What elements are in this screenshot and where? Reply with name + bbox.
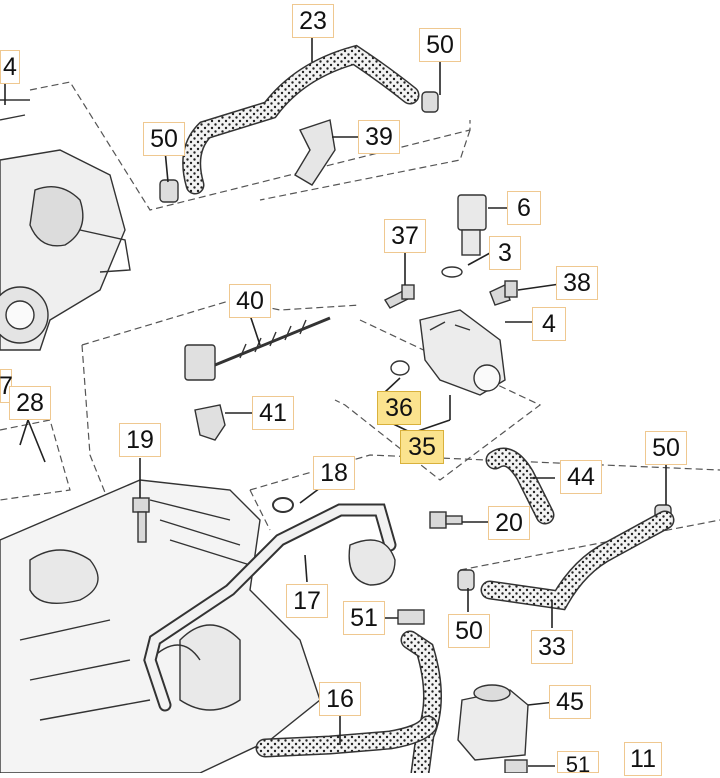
- label-18[interactable]: 18: [313, 456, 355, 490]
- label-11[interactable]: 11: [624, 742, 662, 776]
- label-20[interactable]: 20: [488, 506, 530, 540]
- label-19[interactable]: 19: [119, 423, 161, 457]
- expansion-tank-45: [457, 684, 529, 773]
- screw-40: [184, 316, 331, 441]
- label-45[interactable]: 45: [549, 685, 591, 719]
- label-17[interactable]: 17: [286, 584, 328, 618]
- coolant-flange: [390, 309, 506, 396]
- label-51-bottom[interactable]: 51: [557, 751, 599, 777]
- label-50-left[interactable]: 50: [143, 122, 185, 156]
- label-33[interactable]: 33: [531, 630, 573, 664]
- label-6[interactable]: 6: [507, 191, 541, 225]
- intake-manifold: [0, 479, 321, 773]
- sensor-6: [441, 194, 487, 278]
- turbo-housing: [0, 99, 131, 351]
- label-50-top[interactable]: 50: [419, 28, 461, 62]
- label-50-mid[interactable]: 50: [448, 614, 490, 648]
- label-35[interactable]: 35: [400, 430, 444, 464]
- label-38[interactable]: 38: [556, 266, 598, 300]
- label-4[interactable]: 4: [532, 307, 566, 341]
- label-3[interactable]: 3: [489, 236, 521, 270]
- clip-39: [294, 119, 336, 186]
- label-39[interactable]: 39: [358, 120, 400, 154]
- label-37[interactable]: 37: [384, 219, 426, 253]
- bolts: [132, 280, 518, 543]
- label-23[interactable]: 23: [292, 4, 334, 38]
- label-36[interactable]: 36: [377, 391, 421, 425]
- label-28[interactable]: 28: [9, 386, 51, 420]
- label-41[interactable]: 41: [252, 396, 294, 430]
- label-51-mid[interactable]: 51: [343, 601, 385, 635]
- label-16[interactable]: 16: [319, 682, 361, 716]
- label-4-topleft[interactable]: 4: [0, 50, 20, 84]
- label-40[interactable]: 40: [229, 284, 271, 318]
- label-44[interactable]: 44: [560, 460, 602, 494]
- label-50-right[interactable]: 50: [645, 431, 687, 465]
- leader-lines: [4, 36, 667, 767]
